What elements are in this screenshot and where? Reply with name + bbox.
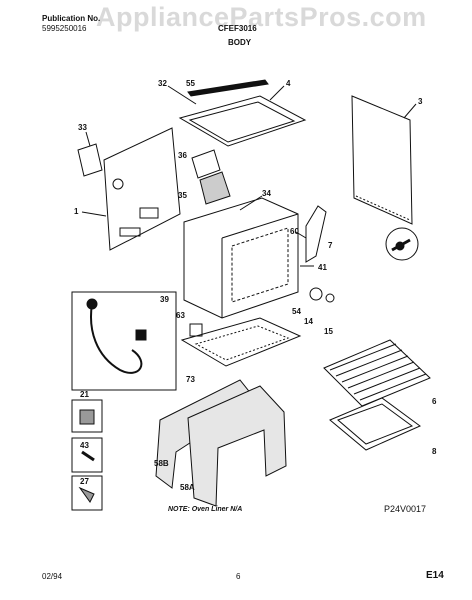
part-33-bracket <box>77 143 103 177</box>
part-7-side-bracket <box>305 205 327 263</box>
part-39-cord-box <box>71 291 177 391</box>
callout-34: 34 <box>262 189 271 198</box>
part-34-oven-body <box>183 197 299 319</box>
callout-6: 6 <box>432 397 437 406</box>
part-27-box <box>71 475 103 511</box>
callout-7: 7 <box>328 241 333 250</box>
part-21-box <box>71 399 103 433</box>
part-54-knob <box>309 287 323 301</box>
callout-8: 8 <box>432 447 437 456</box>
callout-1: 1 <box>74 207 79 216</box>
callout-27: 27 <box>80 477 89 486</box>
watermark: AppliancePartsPros.com <box>96 2 427 32</box>
part-3-side-panel <box>351 95 413 225</box>
callout-33: 33 <box>78 123 87 132</box>
oven-liner-note: NOTE: Oven Liner N/A <box>168 506 243 513</box>
callout-54: 54 <box>292 307 301 316</box>
callout-60: 60 <box>290 227 299 236</box>
callout-39: 39 <box>160 295 169 304</box>
callout-58a: 58A <box>180 483 195 492</box>
callout-4: 4 <box>286 79 291 88</box>
callout-3: 3 <box>418 97 423 106</box>
part-15-knob <box>325 293 335 303</box>
part-35-duct <box>199 171 231 205</box>
part-63-switch <box>189 323 203 337</box>
part-1-back-panel <box>103 127 181 251</box>
part-6-oven-rack <box>323 339 431 407</box>
callout-43: 43 <box>80 441 89 450</box>
callout-73: 73 <box>186 375 195 384</box>
section-title: BODY <box>228 38 252 47</box>
callout-36: 36 <box>178 151 187 160</box>
part-knob-inset <box>385 227 419 261</box>
callout-35: 35 <box>178 191 187 200</box>
footer-date: 02/94 <box>42 572 63 581</box>
footer-page-code: E14 <box>426 570 444 581</box>
part-36-vent <box>191 149 221 179</box>
callout-32: 32 <box>158 79 167 88</box>
callout-58b: 58B <box>154 459 169 468</box>
callout-63: 63 <box>176 311 185 320</box>
part-73-bottom-panel <box>180 317 302 367</box>
callout-41: 41 <box>318 263 327 272</box>
callout-15: 15 <box>324 327 333 336</box>
publication-label: Publication No. <box>42 14 101 23</box>
callout-55: 55 <box>186 79 195 88</box>
callout-21: 21 <box>80 390 89 399</box>
footer-page-number: 6 <box>236 572 241 581</box>
diagram-code: P24V0017 <box>384 504 427 514</box>
part-55-trim-strip <box>187 79 269 97</box>
part-8-drip-pan <box>329 397 421 451</box>
part-58a-insulation <box>187 385 287 507</box>
model-number: CFEF3016 <box>218 24 257 33</box>
publication-number: 5995250016 <box>42 24 87 33</box>
part-43-box <box>71 437 103 473</box>
part-4-top-frame <box>178 95 307 147</box>
callout-14: 14 <box>304 317 313 326</box>
